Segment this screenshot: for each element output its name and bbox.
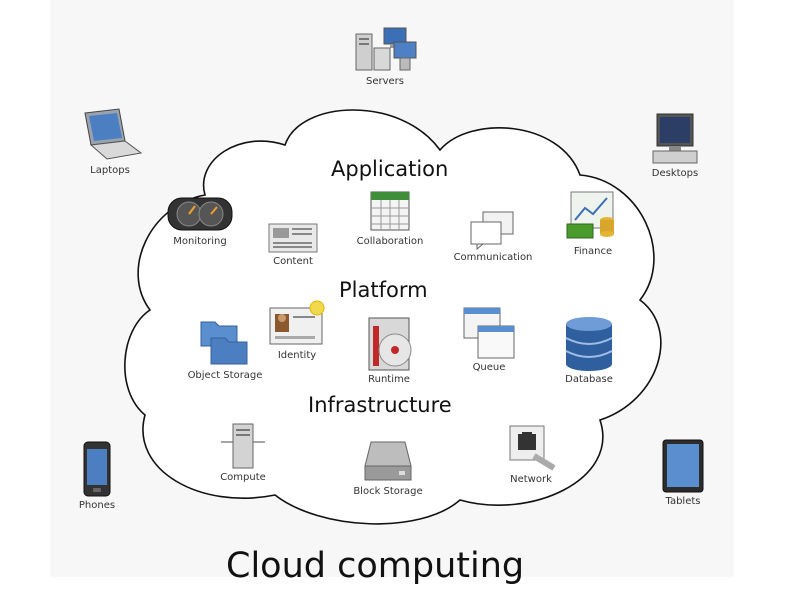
network-label: Network <box>510 474 552 485</box>
application-heading: Application <box>331 157 449 181</box>
servers-icon <box>355 27 417 71</box>
object-storage-node: Object Storage <box>180 316 270 381</box>
phones-node: Phones <box>70 440 124 511</box>
compute-label: Compute <box>220 472 266 483</box>
compute-node: Compute <box>210 420 276 483</box>
collaboration-node: Collaboration <box>350 188 430 247</box>
id-card-icon <box>269 300 325 345</box>
content-node: Content <box>258 218 328 267</box>
runtime-disc-box-icon <box>368 317 412 371</box>
tablets-node: Tablets <box>656 438 710 507</box>
desktops-label: Desktops <box>651 168 699 179</box>
object-storage-label: Object Storage <box>187 370 263 381</box>
chat-bubbles-icon <box>470 211 514 250</box>
infrastructure-heading: Infrastructure <box>308 393 452 417</box>
communication-node: Communication <box>448 208 538 263</box>
laptops-node: Laptops <box>72 107 148 176</box>
block-storage-label: Block Storage <box>353 486 423 497</box>
platform-heading: Platform <box>339 278 428 302</box>
phones-label: Phones <box>78 500 116 511</box>
block-storage-node: Block Storage <box>343 438 433 497</box>
laptop-icon <box>84 108 143 160</box>
tablet-icon <box>662 439 704 493</box>
network-node: Network <box>500 422 562 485</box>
finance-chart-coins-icon <box>566 191 614 239</box>
database-cylinder-icon <box>565 317 613 371</box>
calendar-icon <box>370 191 410 231</box>
monitoring-node: Monitoring <box>160 192 240 247</box>
finance-node: Finance <box>560 190 626 257</box>
network-port-cable-icon <box>509 425 556 471</box>
monitoring-label: Monitoring <box>173 236 227 247</box>
desktop-icon <box>652 113 698 164</box>
tablets-label: Tablets <box>665 496 701 507</box>
database-node: Database <box>554 316 624 385</box>
newspaper-icon <box>268 223 318 253</box>
laptops-label: Laptops <box>90 165 130 176</box>
diagram-title: Cloud computing <box>226 546 525 586</box>
content-label: Content <box>273 256 313 267</box>
collaboration-label: Collaboration <box>356 236 424 247</box>
runtime-node: Runtime <box>352 314 426 385</box>
database-label: Database <box>565 374 613 385</box>
hard-drive-icon <box>364 441 412 481</box>
server-tower-icon <box>221 423 265 469</box>
servers-label: Servers <box>365 76 404 87</box>
finance-label: Finance <box>573 246 613 257</box>
desktops-node: Desktops <box>640 110 710 179</box>
identity-label: Identity <box>277 350 317 361</box>
queue-label: Queue <box>472 362 506 373</box>
gauge-dashboard-icon <box>167 197 233 231</box>
communication-label: Communication <box>453 252 533 263</box>
servers-node: Servers <box>345 26 425 87</box>
folders-icon <box>200 321 248 365</box>
runtime-label: Runtime <box>368 374 410 385</box>
queue-node: Queue <box>458 306 520 373</box>
identity-node: Identity <box>266 300 328 361</box>
phone-icon <box>83 441 111 497</box>
stacked-windows-icon <box>463 307 515 359</box>
